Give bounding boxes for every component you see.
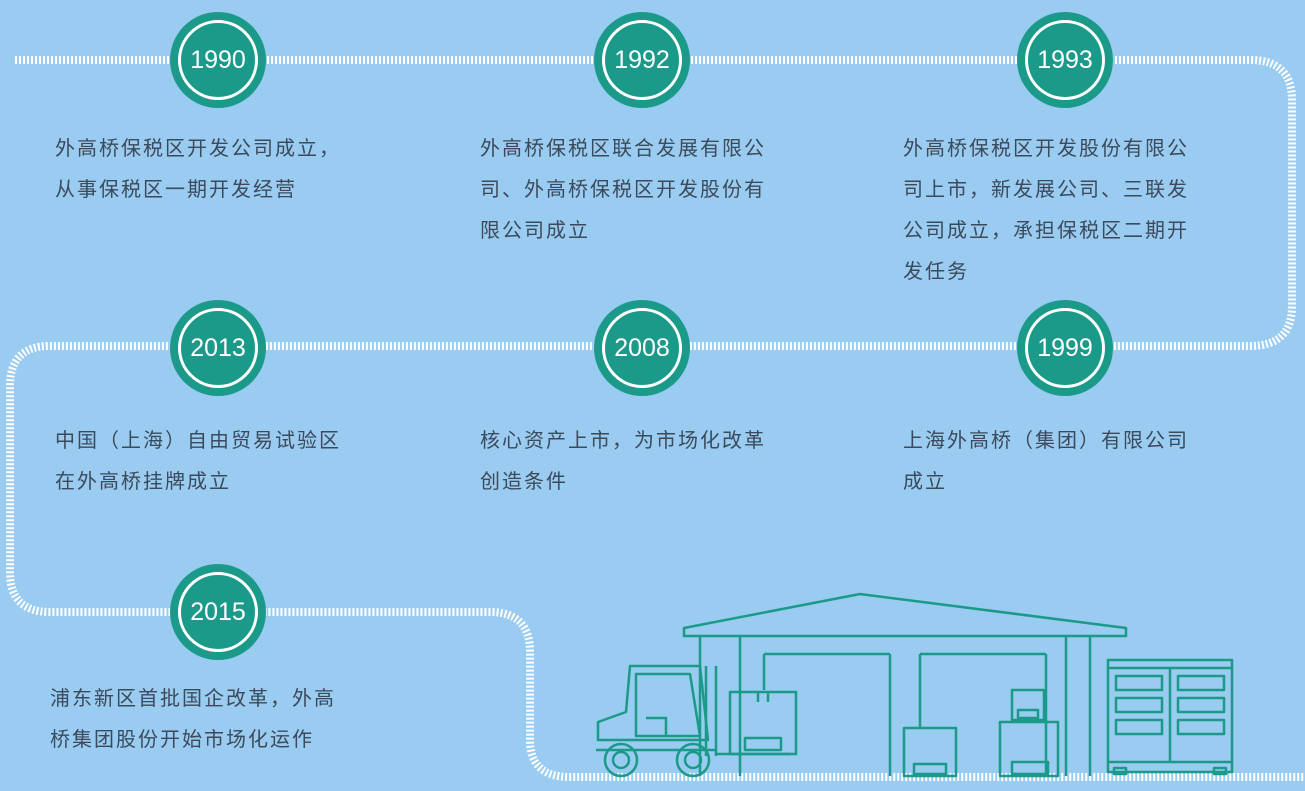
milestone-description-line: 浦东新区首批国企改革，外高 bbox=[50, 686, 336, 710]
year-label: 1992 bbox=[614, 46, 670, 74]
cargo-box bbox=[998, 720, 1060, 778]
milestone-description-line: 限公司成立 bbox=[480, 218, 590, 242]
milestone-description-line: 外高桥保税区开发股份有限公 bbox=[903, 136, 1189, 160]
year-label: 1999 bbox=[1037, 334, 1093, 362]
year-badge-1992: 1992 bbox=[594, 12, 690, 108]
year-badge-2008: 2008 bbox=[594, 300, 690, 396]
milestone-description-line: 从事保税区一期开发经营 bbox=[55, 177, 297, 201]
year-badge-2013: 2013 bbox=[170, 300, 266, 396]
milestone-description-2015: 浦东新区首批国企改革，外高桥集团股份开始市场化运作 bbox=[50, 678, 380, 760]
milestone-description-1992: 外高桥保税区联合发展有限公司、外高桥保税区开发股份有限公司成立 bbox=[480, 128, 810, 251]
year-badge-2015: 2015 bbox=[170, 564, 266, 660]
milestone-description-line: 成立 bbox=[903, 469, 947, 493]
milestone-description-line: 桥集团股份开始市场化运作 bbox=[50, 727, 314, 751]
forklift-wheel bbox=[603, 742, 639, 778]
milestone-description-line: 中国（上海）自由贸易试验区 bbox=[55, 428, 341, 452]
milestone-description-line: 公司成立，承担保税区二期开 bbox=[903, 218, 1189, 242]
milestone-description-1990: 外高桥保税区开发公司成立， 从事保税区一期开发经营 bbox=[55, 128, 385, 210]
milestone-description-line: 上海外高桥（集团）有限公司 bbox=[903, 428, 1189, 452]
milestone-description-line: 核心资产上市，为市场化改革 bbox=[480, 428, 766, 452]
year-label: 1993 bbox=[1037, 46, 1093, 74]
milestone-description-line: 发任务 bbox=[903, 259, 969, 283]
cargo-box bbox=[1010, 688, 1046, 722]
milestone-description-line: 司、外高桥保税区开发股份有 bbox=[480, 177, 766, 201]
milestone-description-line: 外高桥保税区开发公司成立， bbox=[55, 136, 341, 160]
milestone-description-1993: 外高桥保税区开发股份有限公司上市，新发展公司、三联发公司成立，承担保税区二期开发… bbox=[903, 128, 1233, 292]
year-label: 2015 bbox=[190, 598, 246, 626]
milestone-description-2008: 核心资产上市，为市场化改革创造条件 bbox=[480, 420, 810, 502]
milestone-description-line: 外高桥保税区联合发展有限公 bbox=[480, 136, 766, 160]
milestone-description-line: 创造条件 bbox=[480, 469, 568, 493]
year-badge-1993: 1993 bbox=[1017, 12, 1113, 108]
milestone-description-line: 司上市，新发展公司、三联发 bbox=[903, 177, 1189, 201]
milestone-description-1999: 上海外高桥（集团）有限公司成立 bbox=[903, 420, 1233, 502]
year-badge-1999: 1999 bbox=[1017, 300, 1113, 396]
milestone-description-2013: 中国（上海）自由贸易试验区在外高桥挂牌成立 bbox=[55, 420, 385, 502]
milestone-description-line: 在外高桥挂牌成立 bbox=[55, 469, 231, 493]
warehouse-roof bbox=[682, 592, 1128, 638]
forklift-wheel bbox=[675, 742, 711, 778]
year-label: 2013 bbox=[190, 334, 246, 362]
year-badge-1990: 1990 bbox=[170, 12, 266, 108]
year-label: 1990 bbox=[190, 46, 246, 74]
cargo-box bbox=[902, 726, 958, 778]
year-label: 2008 bbox=[614, 334, 670, 362]
forklift bbox=[596, 664, 710, 742]
storage-shelf bbox=[1106, 658, 1234, 774]
